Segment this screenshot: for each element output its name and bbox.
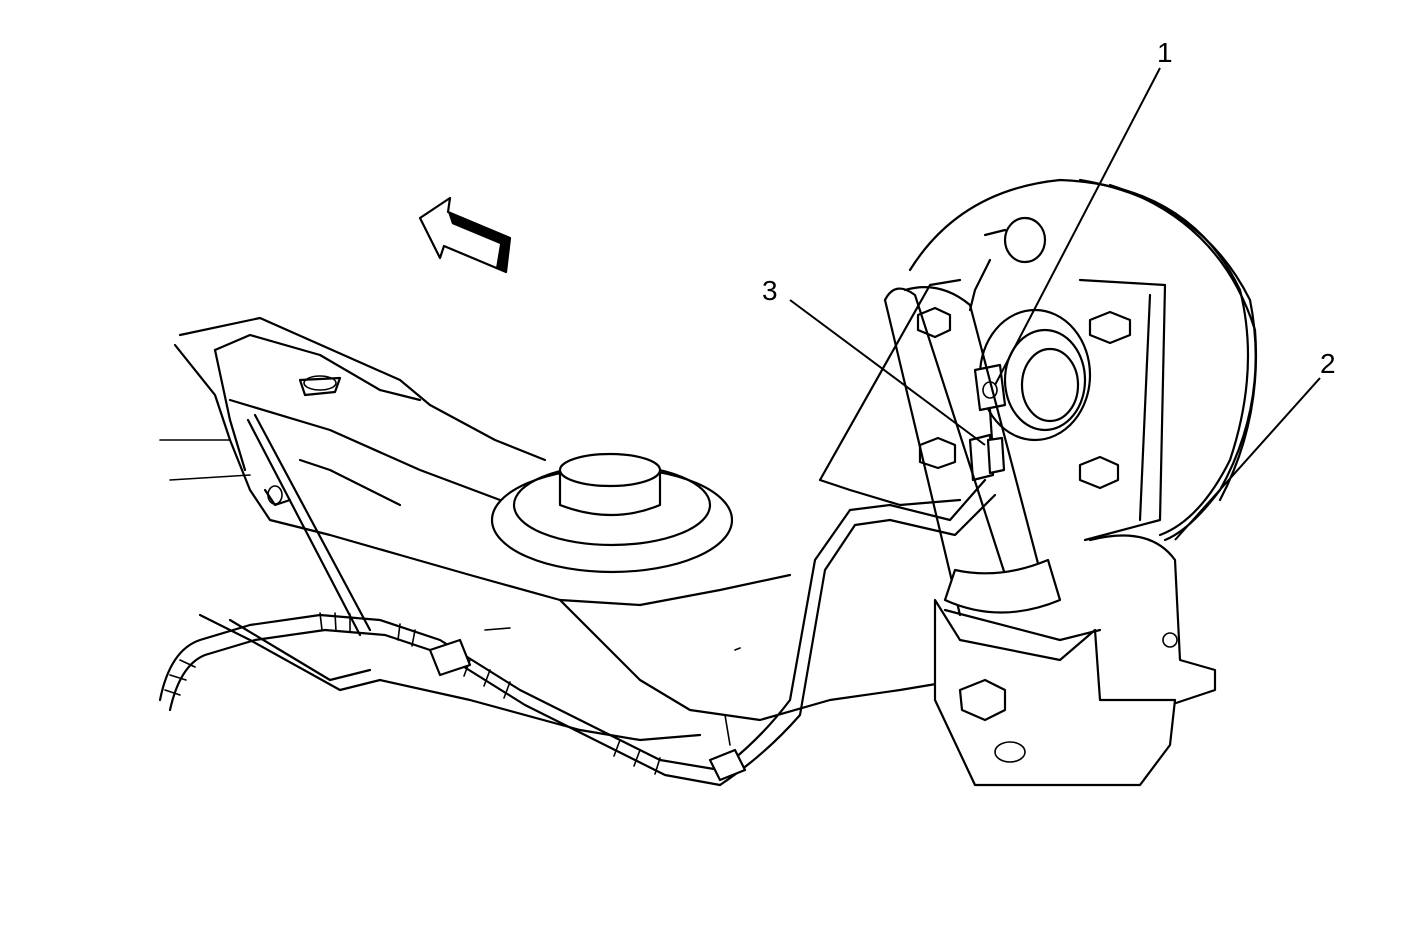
callout-leaders: [789, 67, 1321, 541]
sensor-electrical-connector: [968, 433, 1006, 482]
leader-line-2: [1174, 377, 1321, 541]
shock-mount-bracket: [818, 278, 1217, 787]
abs-wheel-speed-sensor: [973, 363, 1007, 442]
callout-2: 2: [1320, 348, 1336, 379]
callout-3: 3: [762, 275, 778, 306]
callout-1: 1: [1157, 37, 1173, 68]
wheel-speed-sensor-harness: [158, 413, 997, 787]
front-direction-arrow-icon: [418, 196, 512, 274]
brake-drum: [908, 178, 1258, 542]
spring-seat: [490, 452, 734, 574]
axle-housing-left: [159, 316, 962, 742]
leader-line-3: [789, 299, 986, 446]
shock-absorber: [883, 286, 1062, 617]
leader-line-1: [994, 67, 1161, 386]
